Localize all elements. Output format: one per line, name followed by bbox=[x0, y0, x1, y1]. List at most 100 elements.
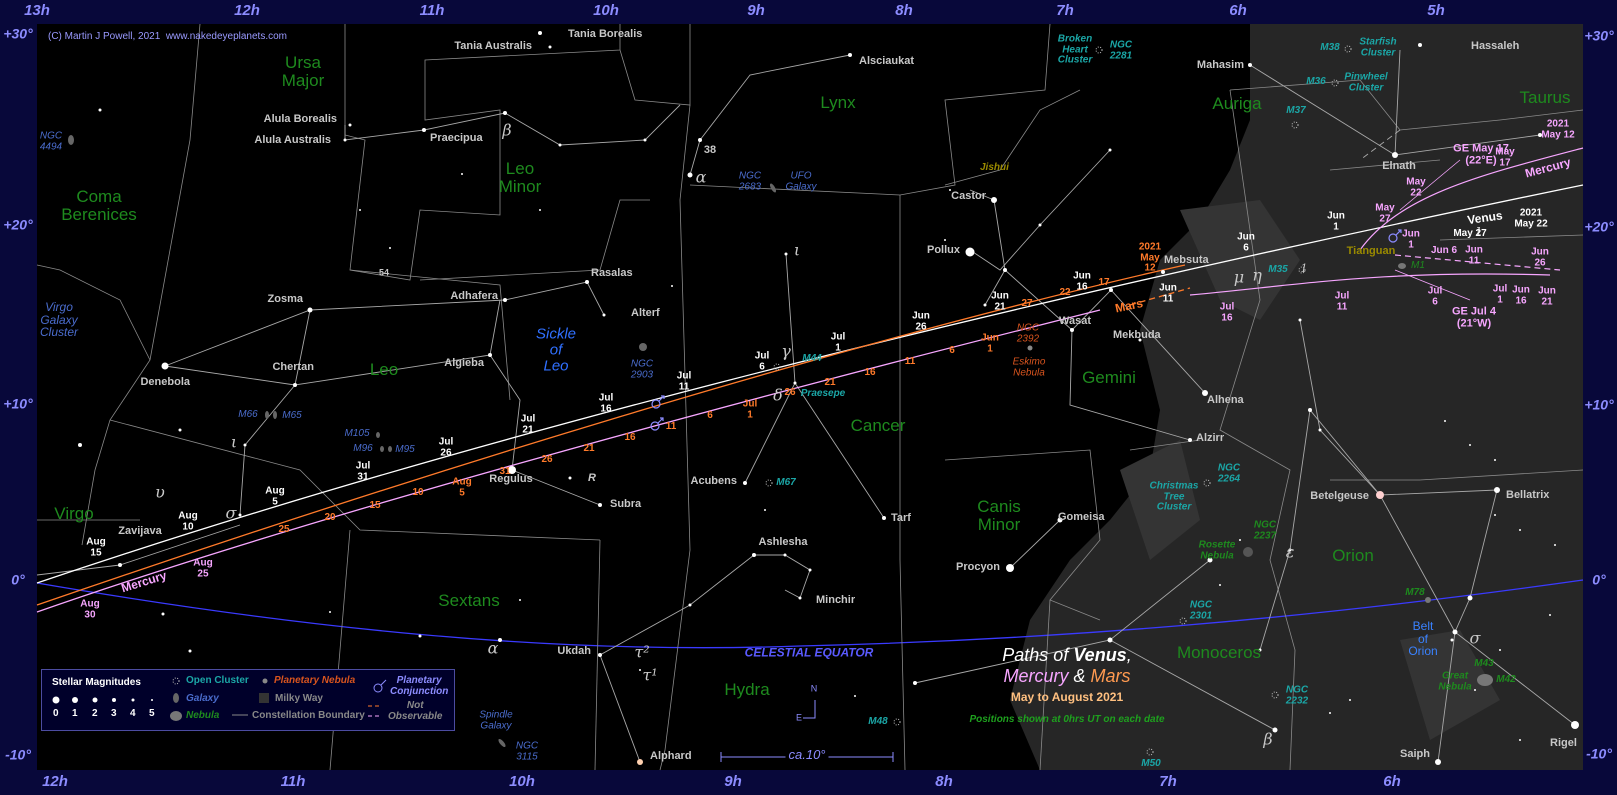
deep-sky-symbols bbox=[765, 45, 1352, 756]
star-dot bbox=[178, 428, 182, 432]
milky-way bbox=[1010, 24, 1583, 770]
star-dot bbox=[389, 247, 391, 249]
star-dot bbox=[1272, 727, 1278, 733]
star-dot bbox=[161, 612, 165, 616]
star-dot bbox=[1444, 420, 1446, 422]
star-dot bbox=[882, 516, 886, 520]
star-dot bbox=[598, 653, 602, 657]
star-dot bbox=[1452, 629, 1458, 635]
star-dot bbox=[1519, 739, 1521, 741]
star-dot bbox=[293, 383, 297, 387]
star-dot bbox=[1038, 223, 1042, 227]
star-dot bbox=[359, 209, 361, 211]
star-dot bbox=[1248, 63, 1252, 67]
star-dot bbox=[1435, 759, 1441, 765]
star-dot bbox=[585, 280, 589, 284]
stars bbox=[43, 31, 1579, 765]
star-dot bbox=[348, 123, 352, 127]
star-dot bbox=[743, 481, 747, 485]
star-dot bbox=[503, 111, 507, 115]
star-dot bbox=[1006, 564, 1014, 572]
star-dot bbox=[1138, 338, 1142, 342]
star-dot bbox=[188, 649, 192, 653]
star-dot bbox=[698, 138, 702, 142]
star-dot bbox=[1349, 699, 1351, 701]
star-dot bbox=[1318, 428, 1322, 432]
star-dot bbox=[1188, 438, 1192, 442]
star-dot bbox=[422, 128, 426, 132]
star-dot bbox=[1494, 514, 1496, 516]
star-dot bbox=[503, 298, 507, 302]
star-dot bbox=[793, 381, 797, 385]
star-dot bbox=[1258, 648, 1262, 652]
star-dot bbox=[1519, 529, 1521, 531]
star-dot bbox=[1109, 288, 1113, 292]
star-dot bbox=[671, 285, 673, 287]
star-dot bbox=[1329, 712, 1331, 714]
star-dot bbox=[1554, 544, 1556, 546]
star-dot bbox=[991, 197, 997, 203]
star-dot bbox=[106, 705, 110, 709]
star-dot bbox=[688, 603, 692, 607]
star-dot bbox=[643, 138, 647, 142]
star-dot bbox=[343, 138, 347, 142]
star-dot bbox=[1538, 133, 1542, 137]
celestial-equator-line bbox=[36, 579, 1584, 649]
star-dot bbox=[418, 634, 422, 638]
star-dot bbox=[488, 353, 492, 357]
star-dot bbox=[1474, 689, 1476, 691]
star-dot bbox=[783, 553, 787, 557]
star-dot bbox=[764, 509, 766, 511]
star-dot bbox=[243, 443, 247, 447]
star-dot bbox=[1298, 318, 1302, 322]
star-dot bbox=[1418, 43, 1422, 47]
star-dot bbox=[637, 759, 643, 765]
star-dot bbox=[1469, 444, 1471, 446]
star-dot bbox=[1308, 408, 1312, 412]
star-dot bbox=[1571, 721, 1579, 729]
star-dot bbox=[548, 45, 552, 49]
star-dot bbox=[1070, 328, 1074, 332]
star-dot bbox=[1499, 649, 1501, 651]
star-dot bbox=[43, 726, 47, 730]
star-dot bbox=[1376, 491, 1384, 499]
mercury-path bbox=[36, 309, 1101, 613]
star-dot bbox=[161, 362, 169, 370]
star-dot bbox=[1239, 539, 1241, 541]
star-dot bbox=[913, 681, 917, 685]
star-dot bbox=[1107, 637, 1113, 643]
star-dot bbox=[798, 596, 802, 600]
star-dot bbox=[539, 209, 541, 211]
star-dot bbox=[602, 313, 606, 317]
galaxy-symbols bbox=[68, 135, 1493, 748]
star-dot bbox=[687, 172, 693, 178]
star-dot bbox=[238, 513, 242, 517]
star-dot bbox=[598, 503, 602, 507]
star-dot bbox=[78, 443, 82, 447]
star-dot bbox=[965, 247, 975, 257]
star-dot bbox=[1494, 487, 1500, 493]
star-dot bbox=[1108, 148, 1112, 152]
star-dot bbox=[1057, 517, 1063, 523]
star-dot bbox=[508, 466, 516, 474]
star-dot bbox=[752, 553, 756, 557]
conjunction-symbol-icon bbox=[650, 229, 1402, 431]
star-dot bbox=[1161, 270, 1165, 274]
star-dot bbox=[1219, 584, 1221, 586]
star-dot bbox=[784, 252, 788, 256]
star-dot bbox=[118, 563, 122, 567]
mercury-loop bbox=[1189, 273, 1551, 296]
star-dot bbox=[1494, 459, 1496, 461]
star-dot bbox=[639, 669, 641, 671]
star-dot bbox=[983, 303, 987, 307]
star-dot bbox=[808, 568, 812, 572]
star-dot bbox=[329, 611, 331, 613]
star-dot bbox=[461, 173, 463, 175]
star-dot bbox=[1549, 614, 1551, 616]
star-dot bbox=[98, 108, 102, 112]
venus-path bbox=[36, 184, 1584, 584]
star-dot bbox=[854, 695, 856, 697]
star-dot bbox=[1202, 390, 1208, 396]
star-dot bbox=[949, 189, 951, 191]
